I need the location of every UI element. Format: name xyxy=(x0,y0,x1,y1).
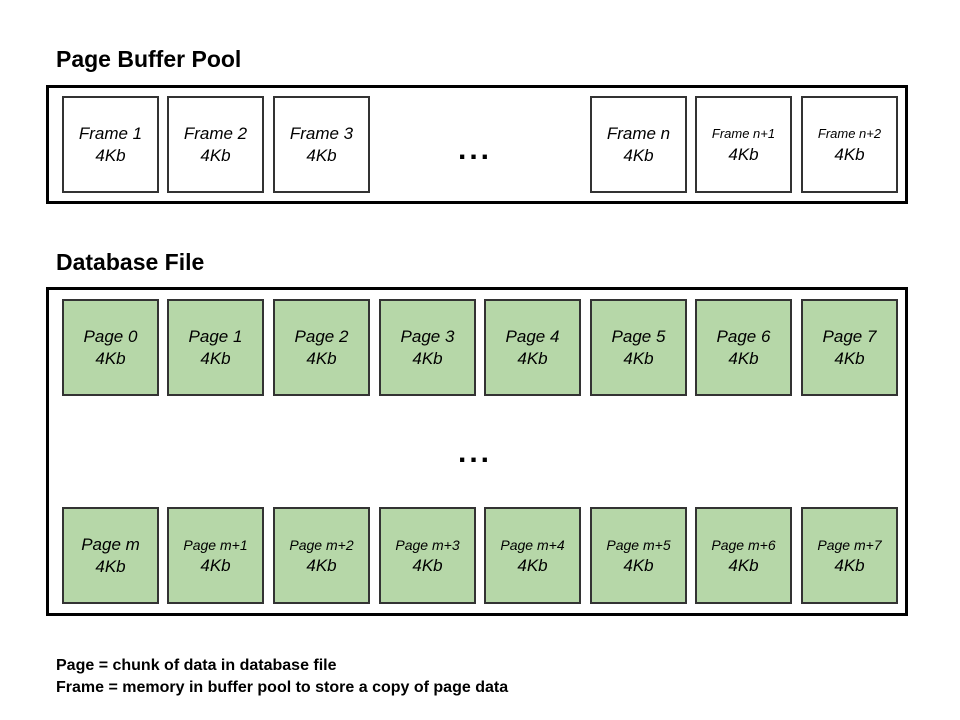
page-label: Page 4 xyxy=(505,326,560,346)
page-box: Page m+7 4Kb xyxy=(801,507,898,604)
frame-box: Frame n+2 4Kb xyxy=(801,96,898,193)
page-label: Page m xyxy=(81,534,140,554)
frame-box: Frame 1 4Kb xyxy=(62,96,159,193)
page-label: Page 2 xyxy=(294,326,349,346)
page-box: Page 0 4Kb xyxy=(62,299,159,396)
frame-label: Frame n+1 xyxy=(711,125,776,141)
page-size: 4Kb xyxy=(412,348,443,368)
page-label: Page 1 xyxy=(188,326,243,346)
legend-page-definition: Page = chunk of data in database file xyxy=(56,657,337,674)
frame-size: 4Kb xyxy=(728,144,759,164)
page-size: 4Kb xyxy=(200,555,231,575)
page-box: Page m 4Kb xyxy=(62,507,159,604)
frame-box: Frame 2 4Kb xyxy=(167,96,264,193)
page-label: Page 0 xyxy=(83,326,138,346)
page-box: Page 4 4Kb xyxy=(484,299,581,396)
page-size: 4Kb xyxy=(834,348,865,368)
page-label: Page m+6 xyxy=(711,536,776,553)
page-size: 4Kb xyxy=(412,555,443,575)
frame-label: Frame n xyxy=(606,123,671,143)
page-size: 4Kb xyxy=(306,348,337,368)
page-box: Page m+3 4Kb xyxy=(379,507,476,604)
page-label: Page 7 xyxy=(822,326,877,346)
page-box: Page m+5 4Kb xyxy=(590,507,687,604)
page-size: 4Kb xyxy=(95,556,126,576)
page-box: Page m+2 4Kb xyxy=(273,507,370,604)
frame-size: 4Kb xyxy=(95,145,126,165)
page-size: 4Kb xyxy=(728,348,759,368)
frame-box: Frame 3 4Kb xyxy=(273,96,370,193)
page-size: 4Kb xyxy=(517,348,548,368)
page-box: Page 7 4Kb xyxy=(801,299,898,396)
page-label: Page m+7 xyxy=(817,536,882,553)
frame-box: Frame n 4Kb xyxy=(590,96,687,193)
page-label: Page m+5 xyxy=(606,536,671,553)
frame-size: 4Kb xyxy=(200,145,231,165)
frame-label: Frame 3 xyxy=(289,123,354,143)
database-file-ellipsis: ... xyxy=(458,436,493,469)
page-box: Page 1 4Kb xyxy=(167,299,264,396)
page-box: Page 2 4Kb xyxy=(273,299,370,396)
page-size: 4Kb xyxy=(728,555,759,575)
page-size: 4Kb xyxy=(623,555,654,575)
page-box: Page 5 4Kb xyxy=(590,299,687,396)
frame-size: 4Kb xyxy=(306,145,337,165)
page-label: Page m+4 xyxy=(500,536,565,553)
page-label: Page 6 xyxy=(716,326,771,346)
page-label: Page m+1 xyxy=(183,536,248,553)
database-file-title: Database File xyxy=(56,249,205,275)
frame-label: Frame 2 xyxy=(183,123,248,143)
page-size: 4Kb xyxy=(306,555,337,575)
page-box: Page 6 4Kb xyxy=(695,299,792,396)
buffer-pool-title: Page Buffer Pool xyxy=(56,46,242,72)
page-size: 4Kb xyxy=(200,348,231,368)
frame-label: Frame 1 xyxy=(78,123,143,143)
page-label: Page m+3 xyxy=(395,536,460,553)
page-label: Page m+2 xyxy=(289,536,354,553)
frame-label: Frame n+2 xyxy=(817,125,882,141)
page-box: Page m+6 4Kb xyxy=(695,507,792,604)
page-box: Page m+4 4Kb xyxy=(484,507,581,604)
page-size: 4Kb xyxy=(95,348,126,368)
page-label: Page 5 xyxy=(611,326,666,346)
frame-box: Frame n+1 4Kb xyxy=(695,96,792,193)
page-box: Page 3 4Kb xyxy=(379,299,476,396)
page-label: Page 3 xyxy=(400,326,455,346)
buffer-pool-ellipsis: ... xyxy=(458,133,493,166)
frame-size: 4Kb xyxy=(834,144,865,164)
legend-frame-definition: Frame = memory in buffer pool to store a… xyxy=(56,679,509,696)
page-size: 4Kb xyxy=(834,555,865,575)
page-size: 4Kb xyxy=(623,348,654,368)
page-box: Page m+1 4Kb xyxy=(167,507,264,604)
frame-size: 4Kb xyxy=(623,145,654,165)
page-size: 4Kb xyxy=(517,555,548,575)
